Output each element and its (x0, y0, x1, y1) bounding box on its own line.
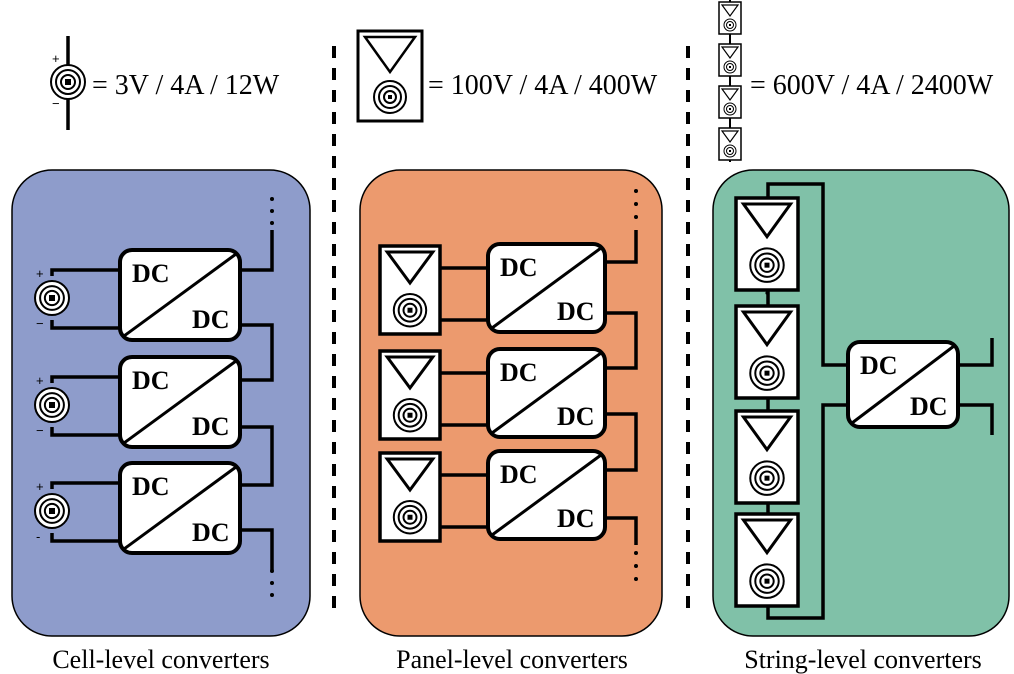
cell-minus-sign: − (36, 316, 44, 331)
converter-output-label: DC (192, 518, 230, 547)
pv-panel-icon (734, 409, 800, 505)
converter-output-label: DC (192, 412, 230, 441)
dc-dc-converter: DC DC (486, 242, 607, 334)
legend-panel-rating: = 100V / 4A / 400W (428, 70, 658, 101)
dc-dc-converter: DC DC (118, 355, 242, 449)
converter-input-label: DC (132, 472, 170, 501)
converter-input-label: DC (132, 259, 170, 288)
panel-icon (356, 29, 424, 123)
cell-minus-sign: - (36, 529, 40, 544)
converter-input-label: DC (500, 460, 538, 489)
legend-cell: + − = 3V / 4A / 12W (50, 36, 280, 130)
dc-dc-converter: DC DC (486, 347, 607, 439)
pv-panel-icon (734, 512, 800, 608)
caption-cell-level: Cell-level converters (52, 645, 269, 674)
pv-cell-icon (34, 493, 70, 529)
mini-panel-icon (718, 127, 742, 161)
cell-minus-sign: − (36, 423, 44, 438)
caption-panel-level: Panel-level converters (396, 645, 628, 674)
pv-panel-icon (734, 304, 800, 400)
cell-plus-sign: + (36, 373, 44, 388)
pv-panel-icon (378, 349, 442, 441)
legend-string: = 600V / 4A / 2400W (718, 0, 994, 162)
converter-output-label: DC (557, 402, 595, 431)
pv-cell-icon (34, 280, 70, 316)
converter-input-label: DC (132, 366, 170, 395)
converter-output-label: DC (557, 504, 595, 533)
converter-output-label: DC (557, 297, 595, 326)
converter-output-label: DC (910, 392, 948, 421)
cell-icon (50, 64, 86, 100)
pv-panel-icon (378, 451, 442, 543)
legend-string-rating: = 600V / 4A / 2400W (750, 70, 994, 101)
mini-panel-icon (718, 43, 742, 77)
mini-panel-icon (718, 1, 742, 35)
cell-plus-sign: + (36, 266, 44, 281)
converter-input-label: DC (500, 253, 538, 282)
converter-input-label: DC (860, 351, 898, 380)
dc-dc-converter: DC DC (118, 248, 242, 342)
converter-input-label: DC (500, 358, 538, 387)
cell-level-diagram: + − DC DC + − DC DC + - DC DC (34, 197, 274, 597)
dc-dc-converter: DC DC (486, 449, 607, 541)
mini-panel-icon (718, 85, 742, 119)
caption-string-level: String-level converters (744, 645, 982, 674)
string-level-diagram: DC DC (734, 182, 994, 620)
panel-level-diagram: DC DC DC DC DC DC (378, 189, 638, 581)
dc-dc-converter: DC DC (846, 340, 960, 429)
pv-panel-icon (378, 244, 442, 336)
legend-cell-plus: + (52, 51, 60, 66)
legend-cell-minus: − (52, 96, 60, 111)
legend-panel: = 100V / 4A / 400W (356, 29, 658, 123)
converter-output-label: DC (192, 305, 230, 334)
legend: + − = 3V / 4A / 12W = 100V / 4A / 400W =… (50, 0, 994, 162)
string-icon (718, 0, 742, 162)
legend-cell-rating: = 3V / 4A / 12W (92, 70, 280, 101)
cell-plus-sign: + (36, 479, 44, 494)
pv-cell-icon (34, 387, 70, 423)
dc-dc-converter: DC DC (118, 461, 242, 555)
pv-panel-icon (734, 196, 800, 292)
